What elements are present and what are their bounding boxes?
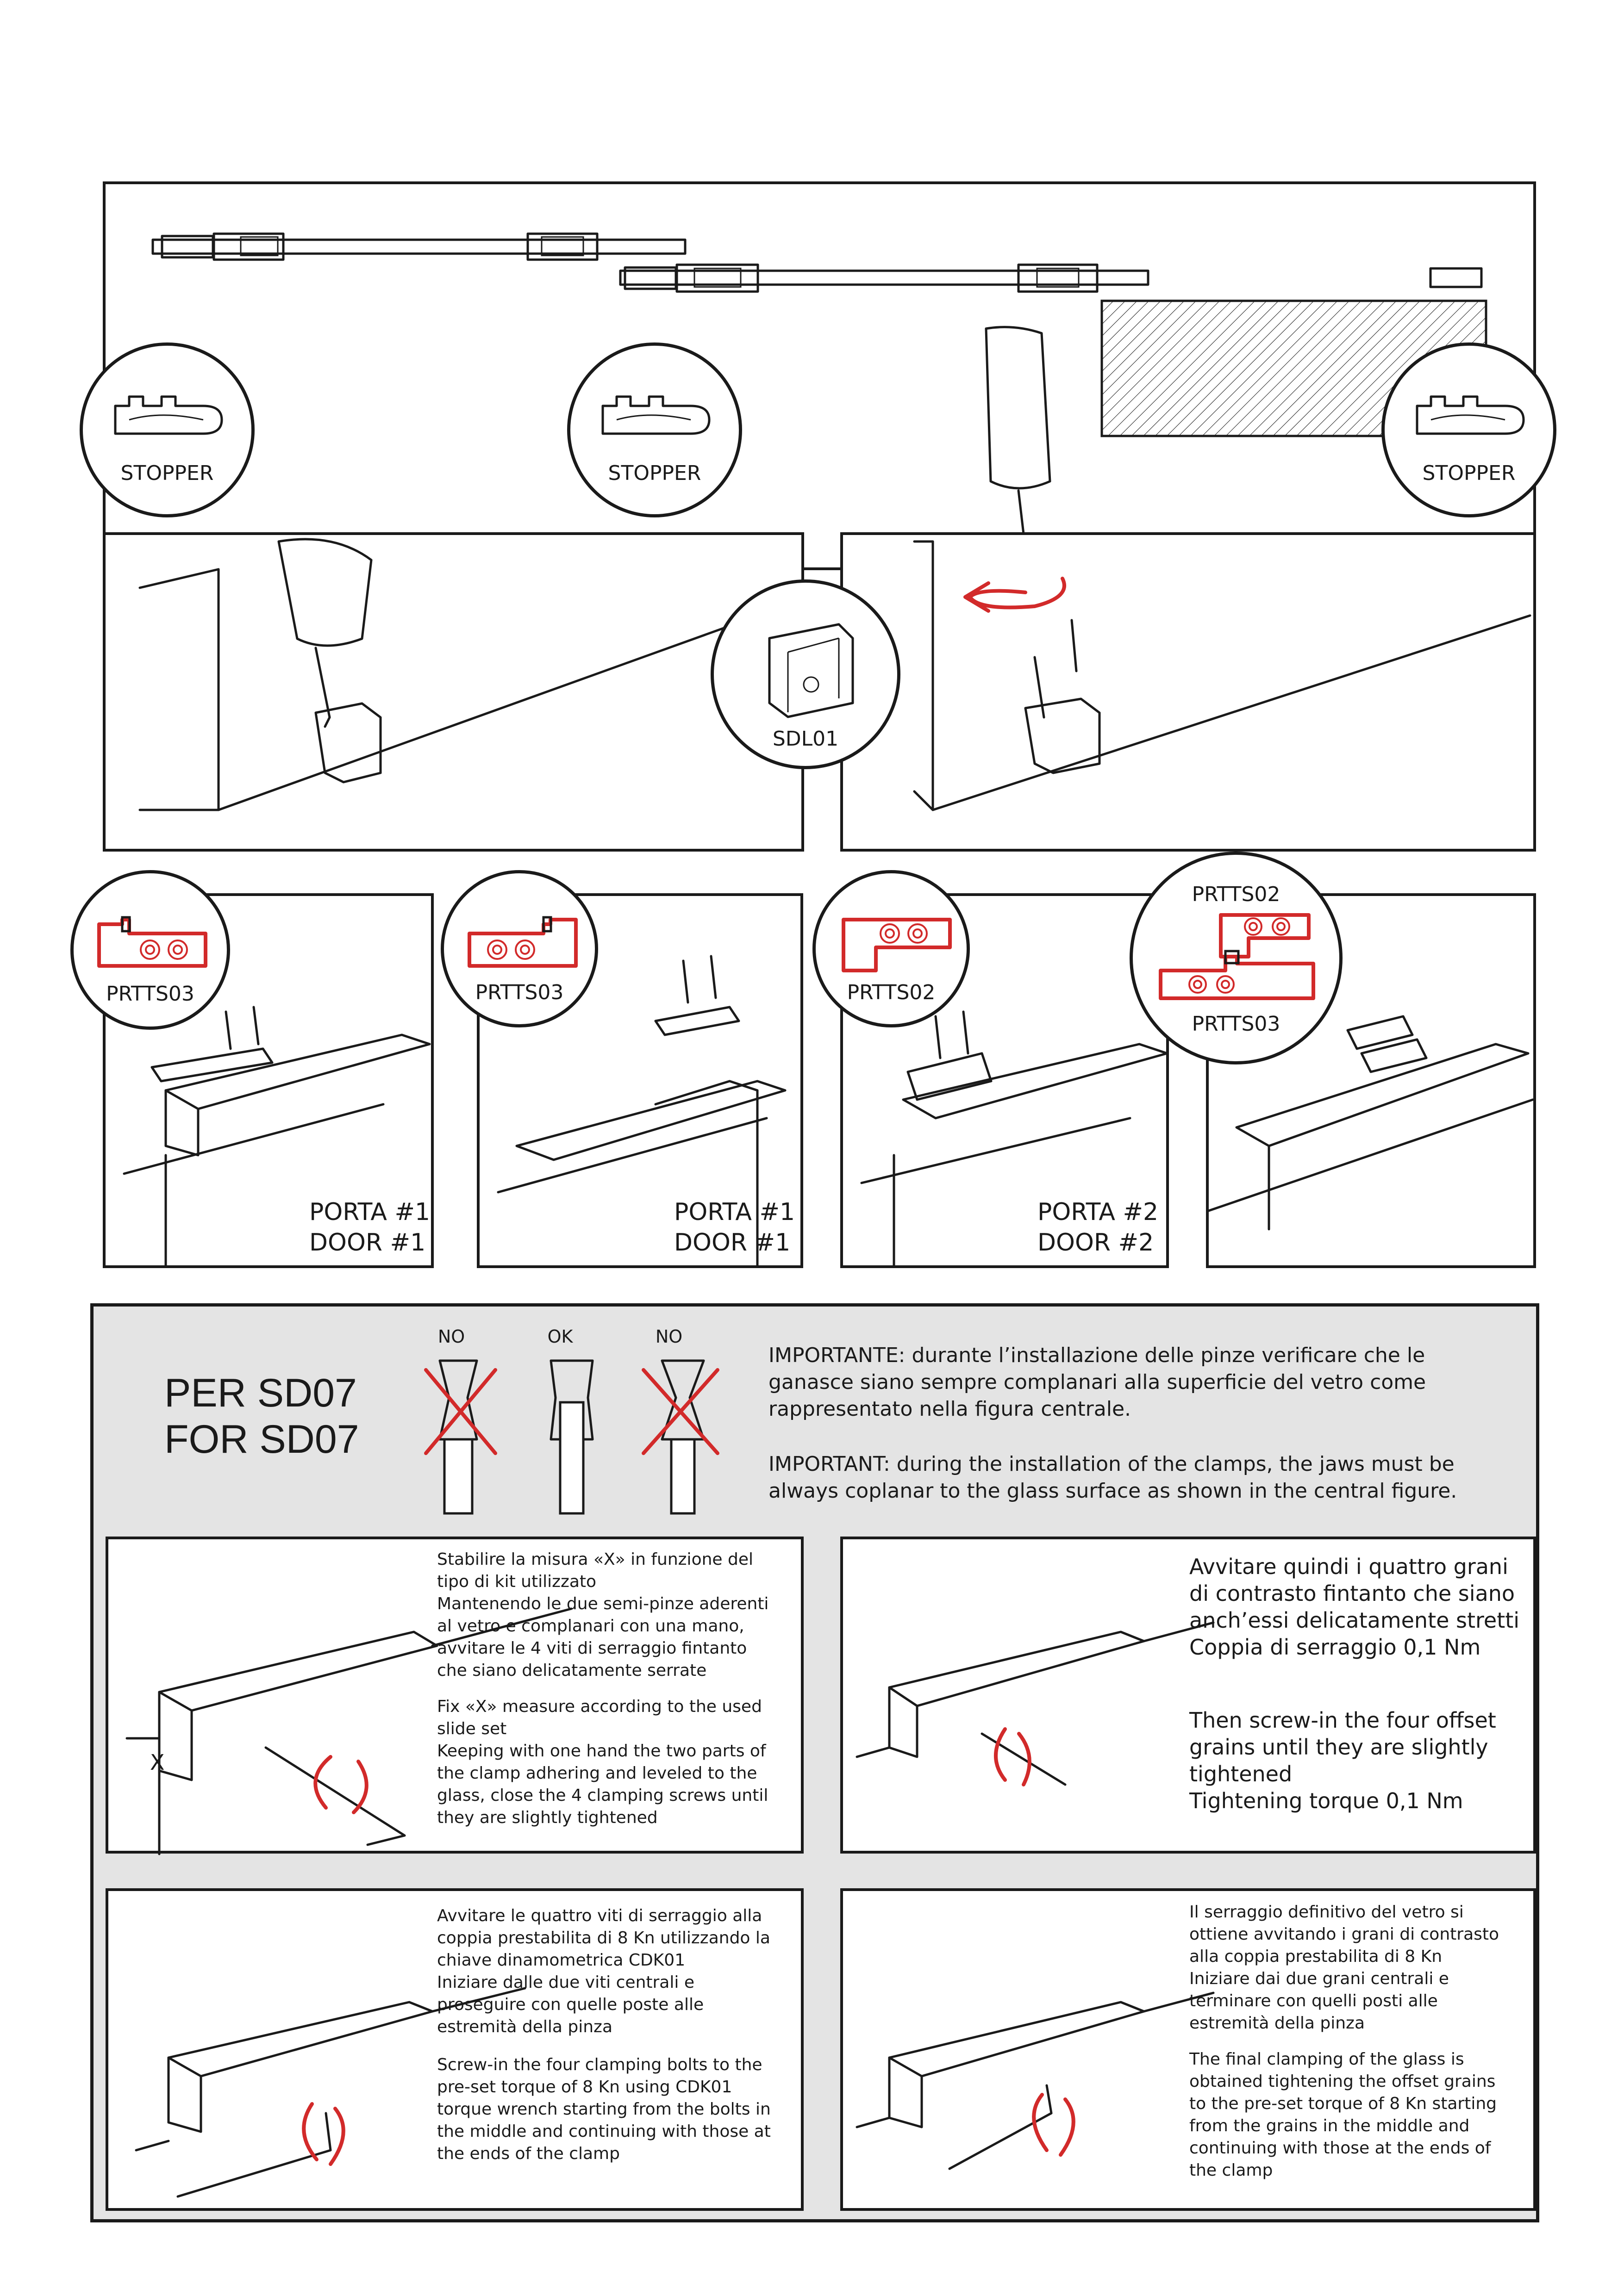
prtts02-prtts03-detail: PRTTS02 PRTTS03 bbox=[1130, 852, 1343, 1064]
sdl01-label: SDL01 bbox=[772, 727, 839, 751]
stopper-icon bbox=[114, 395, 223, 435]
step-panel-2: Avvitare quindi i quattro grani di contr… bbox=[840, 1537, 1536, 1854]
final-clamping-illustration bbox=[856, 1991, 1215, 2170]
porta-label: PORTA #1 bbox=[309, 1198, 431, 1226]
prtts03-part-icon bbox=[97, 916, 207, 968]
clamp-panel-1: PORTA #1 DOOR #1 bbox=[103, 893, 434, 1268]
step-panel-3: Avvitare le quattro viti di serraggio al… bbox=[106, 1888, 804, 2211]
sdl01-bracket-icon bbox=[768, 623, 854, 718]
stopper-detail-1: STOPPER bbox=[80, 342, 255, 517]
step-1-text-it: Stabilire la misura «X» in funzione del … bbox=[437, 1550, 769, 1680]
prtts02-label: PRTTS02 bbox=[1192, 883, 1280, 906]
prtts02-part-icon bbox=[842, 918, 952, 972]
check-label-no-right: NO bbox=[655, 1326, 683, 1347]
clamp-assembly-1 bbox=[123, 1006, 431, 1268]
important-note-it: IMPORTANTE: durante l’installazione dell… bbox=[768, 1344, 1426, 1421]
door-label: PORTA #2 DOOR #2 bbox=[1037, 1197, 1158, 1258]
door-number-label: DOOR #1 bbox=[674, 1229, 791, 1257]
sdl01-detail: SDL01 bbox=[711, 579, 900, 769]
important-note-en: IMPORTANT: during the installation of th… bbox=[768, 1452, 1457, 1503]
prtts03-detail-2: PRTTS03 bbox=[441, 870, 598, 1027]
step-panel-1: X Stabilire la misura «X» in funzione de… bbox=[106, 1537, 804, 1855]
clamp-assembly-3 bbox=[860, 1010, 1168, 1268]
step-4-text-it: Il serraggio definitivo del vetro si ott… bbox=[1189, 1903, 1499, 2033]
x-measure-label: X bbox=[150, 1750, 165, 1775]
step-3-text-en: Screw-in the four clamping bolts to the … bbox=[437, 2055, 771, 2163]
porta-label: PORTA #1 bbox=[674, 1198, 795, 1226]
stopper-detail-2: STOPPER bbox=[567, 342, 742, 517]
check-label-ok: OK bbox=[547, 1326, 573, 1347]
prtts03-label: PRTTS03 bbox=[1192, 1012, 1280, 1036]
sd07-title-en: FOR SD07 bbox=[164, 1417, 359, 1462]
step-1-text-en: Fix «X» measure according to the used sl… bbox=[437, 1697, 768, 1827]
screw-panel bbox=[840, 532, 1536, 852]
sd07-title-it: PER SD07 bbox=[164, 1371, 357, 1415]
step-2-text-en: Then screw-in the four offset grains unt… bbox=[1189, 1708, 1496, 1813]
step-panel-4: Il serraggio definitivo del vetro si ott… bbox=[840, 1888, 1536, 2211]
stopper-icon bbox=[601, 395, 711, 435]
door-label: PORTA #1 DOOR #1 bbox=[309, 1197, 430, 1258]
prtts03-detail-1: PRTTS03 bbox=[70, 870, 230, 1030]
door-label: PORTA #1 DOOR #1 bbox=[674, 1197, 795, 1258]
prtts03-part-icon bbox=[468, 916, 578, 968]
step-4-text-en: The final clamping of the glass is obtai… bbox=[1189, 2050, 1497, 2180]
sd07-title: PER SD07 FOR SD07 bbox=[164, 1370, 359, 1462]
prtts03-label: PRTTS03 bbox=[106, 982, 194, 1006]
jaw-alignment-diagram bbox=[424, 1359, 719, 1515]
check-label-no-left: NO bbox=[437, 1326, 465, 1347]
porta-label: PORTA #2 bbox=[1037, 1198, 1159, 1226]
prtts-stacked-parts-icon bbox=[1159, 913, 1315, 1000]
door-number-label: DOOR #1 bbox=[309, 1229, 426, 1257]
prtts02-detail: PRTTS02 bbox=[812, 870, 970, 1027]
clamp-assembly-2 bbox=[497, 955, 787, 1268]
stopper-label: STOPPER bbox=[1422, 461, 1516, 485]
prtts03-label: PRTTS03 bbox=[475, 981, 564, 1004]
clamping-bolts-illustration bbox=[135, 1987, 526, 2198]
step-3-text-it: Avvitare le quattro viti di serraggio al… bbox=[437, 1906, 770, 2036]
offset-grains-illustration bbox=[856, 1621, 1215, 1786]
stopper-detail-3: STOPPER bbox=[1381, 342, 1556, 517]
stopper-label: STOPPER bbox=[608, 461, 701, 485]
drill-illustration bbox=[138, 538, 799, 811]
clamp-x-measure-illustration bbox=[125, 1607, 573, 1855]
clamp-assembly-4 bbox=[1207, 1015, 1534, 1231]
stopper-label: STOPPER bbox=[120, 461, 214, 485]
stopper-icon bbox=[1416, 395, 1525, 435]
step-2-text-it: Avvitare quindi i quattro grani di contr… bbox=[1189, 1554, 1520, 1660]
screw-illustration bbox=[913, 540, 1531, 811]
track-diagram bbox=[151, 232, 1487, 649]
prtts02-label: PRTTS02 bbox=[847, 981, 936, 1004]
door-number-label: DOOR #2 bbox=[1037, 1229, 1154, 1257]
